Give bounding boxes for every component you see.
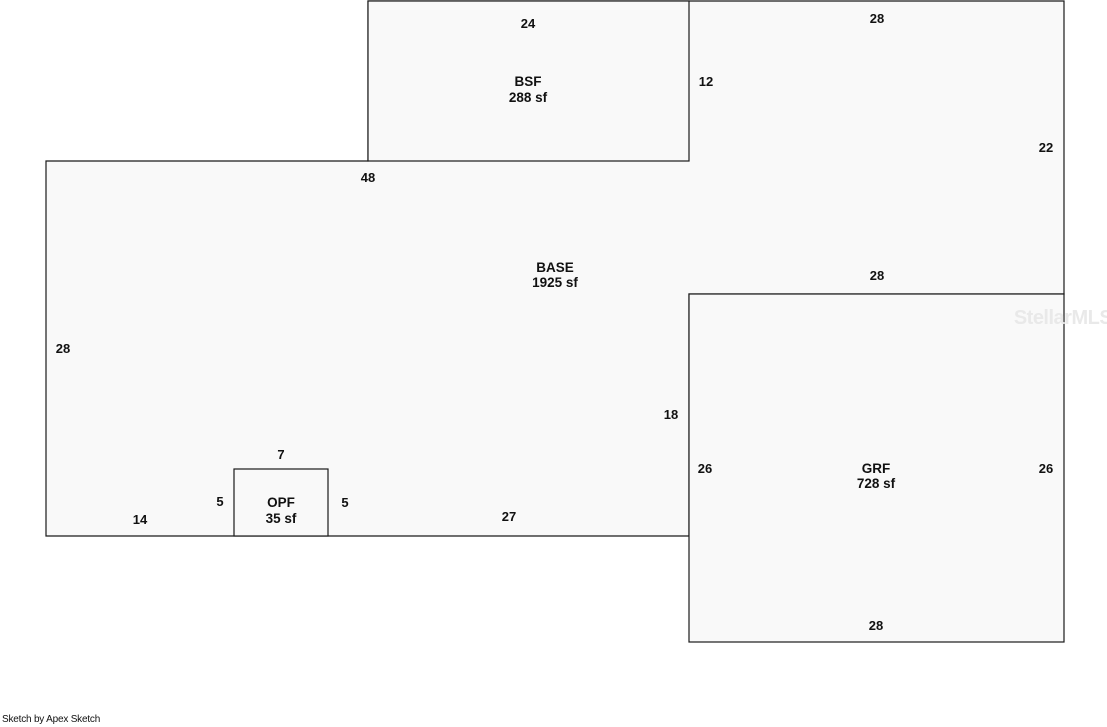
dim-grf-right: 26 <box>1039 461 1053 476</box>
dim-notch-side: 18 <box>664 407 678 422</box>
grf-area-outline <box>688 293 1065 643</box>
dim-base-top: 48 <box>361 170 375 185</box>
dim-bottom-left: 14 <box>133 512 148 527</box>
dim-grf-bottom: 28 <box>869 618 883 633</box>
dim-upper-top: 28 <box>870 11 884 26</box>
dim-opf-left: 5 <box>216 494 223 509</box>
dim-grf-left: 26 <box>698 461 712 476</box>
bsf-name: BSF <box>515 74 542 89</box>
grf-name: GRF <box>862 461 891 476</box>
dim-upper-right: 22 <box>1039 140 1053 155</box>
watermark: StellarMLS <box>1014 307 1107 329</box>
base-name: BASE <box>536 260 574 275</box>
dim-step-top: 28 <box>870 268 884 283</box>
opf-name: OPF <box>267 495 295 510</box>
dim-base-left: 28 <box>56 341 70 356</box>
dim-bsf-top: 24 <box>521 16 536 31</box>
grf-area: 728 sf <box>857 476 896 491</box>
bsf-area: 288 sf <box>509 90 548 105</box>
opf-area: 35 sf <box>266 511 297 526</box>
dim-opf-top: 7 <box>277 447 284 462</box>
sketch-credit: Sketch by Apex Sketch <box>2 714 101 725</box>
bsf-area-outline <box>367 0 690 162</box>
dim-bsf-right: 12 <box>699 74 713 89</box>
opf-area-outline <box>233 468 329 537</box>
dim-opf-right: 5 <box>341 495 348 510</box>
dim-bottom-mid: 27 <box>502 509 516 524</box>
base-area: 1925 sf <box>532 275 578 290</box>
